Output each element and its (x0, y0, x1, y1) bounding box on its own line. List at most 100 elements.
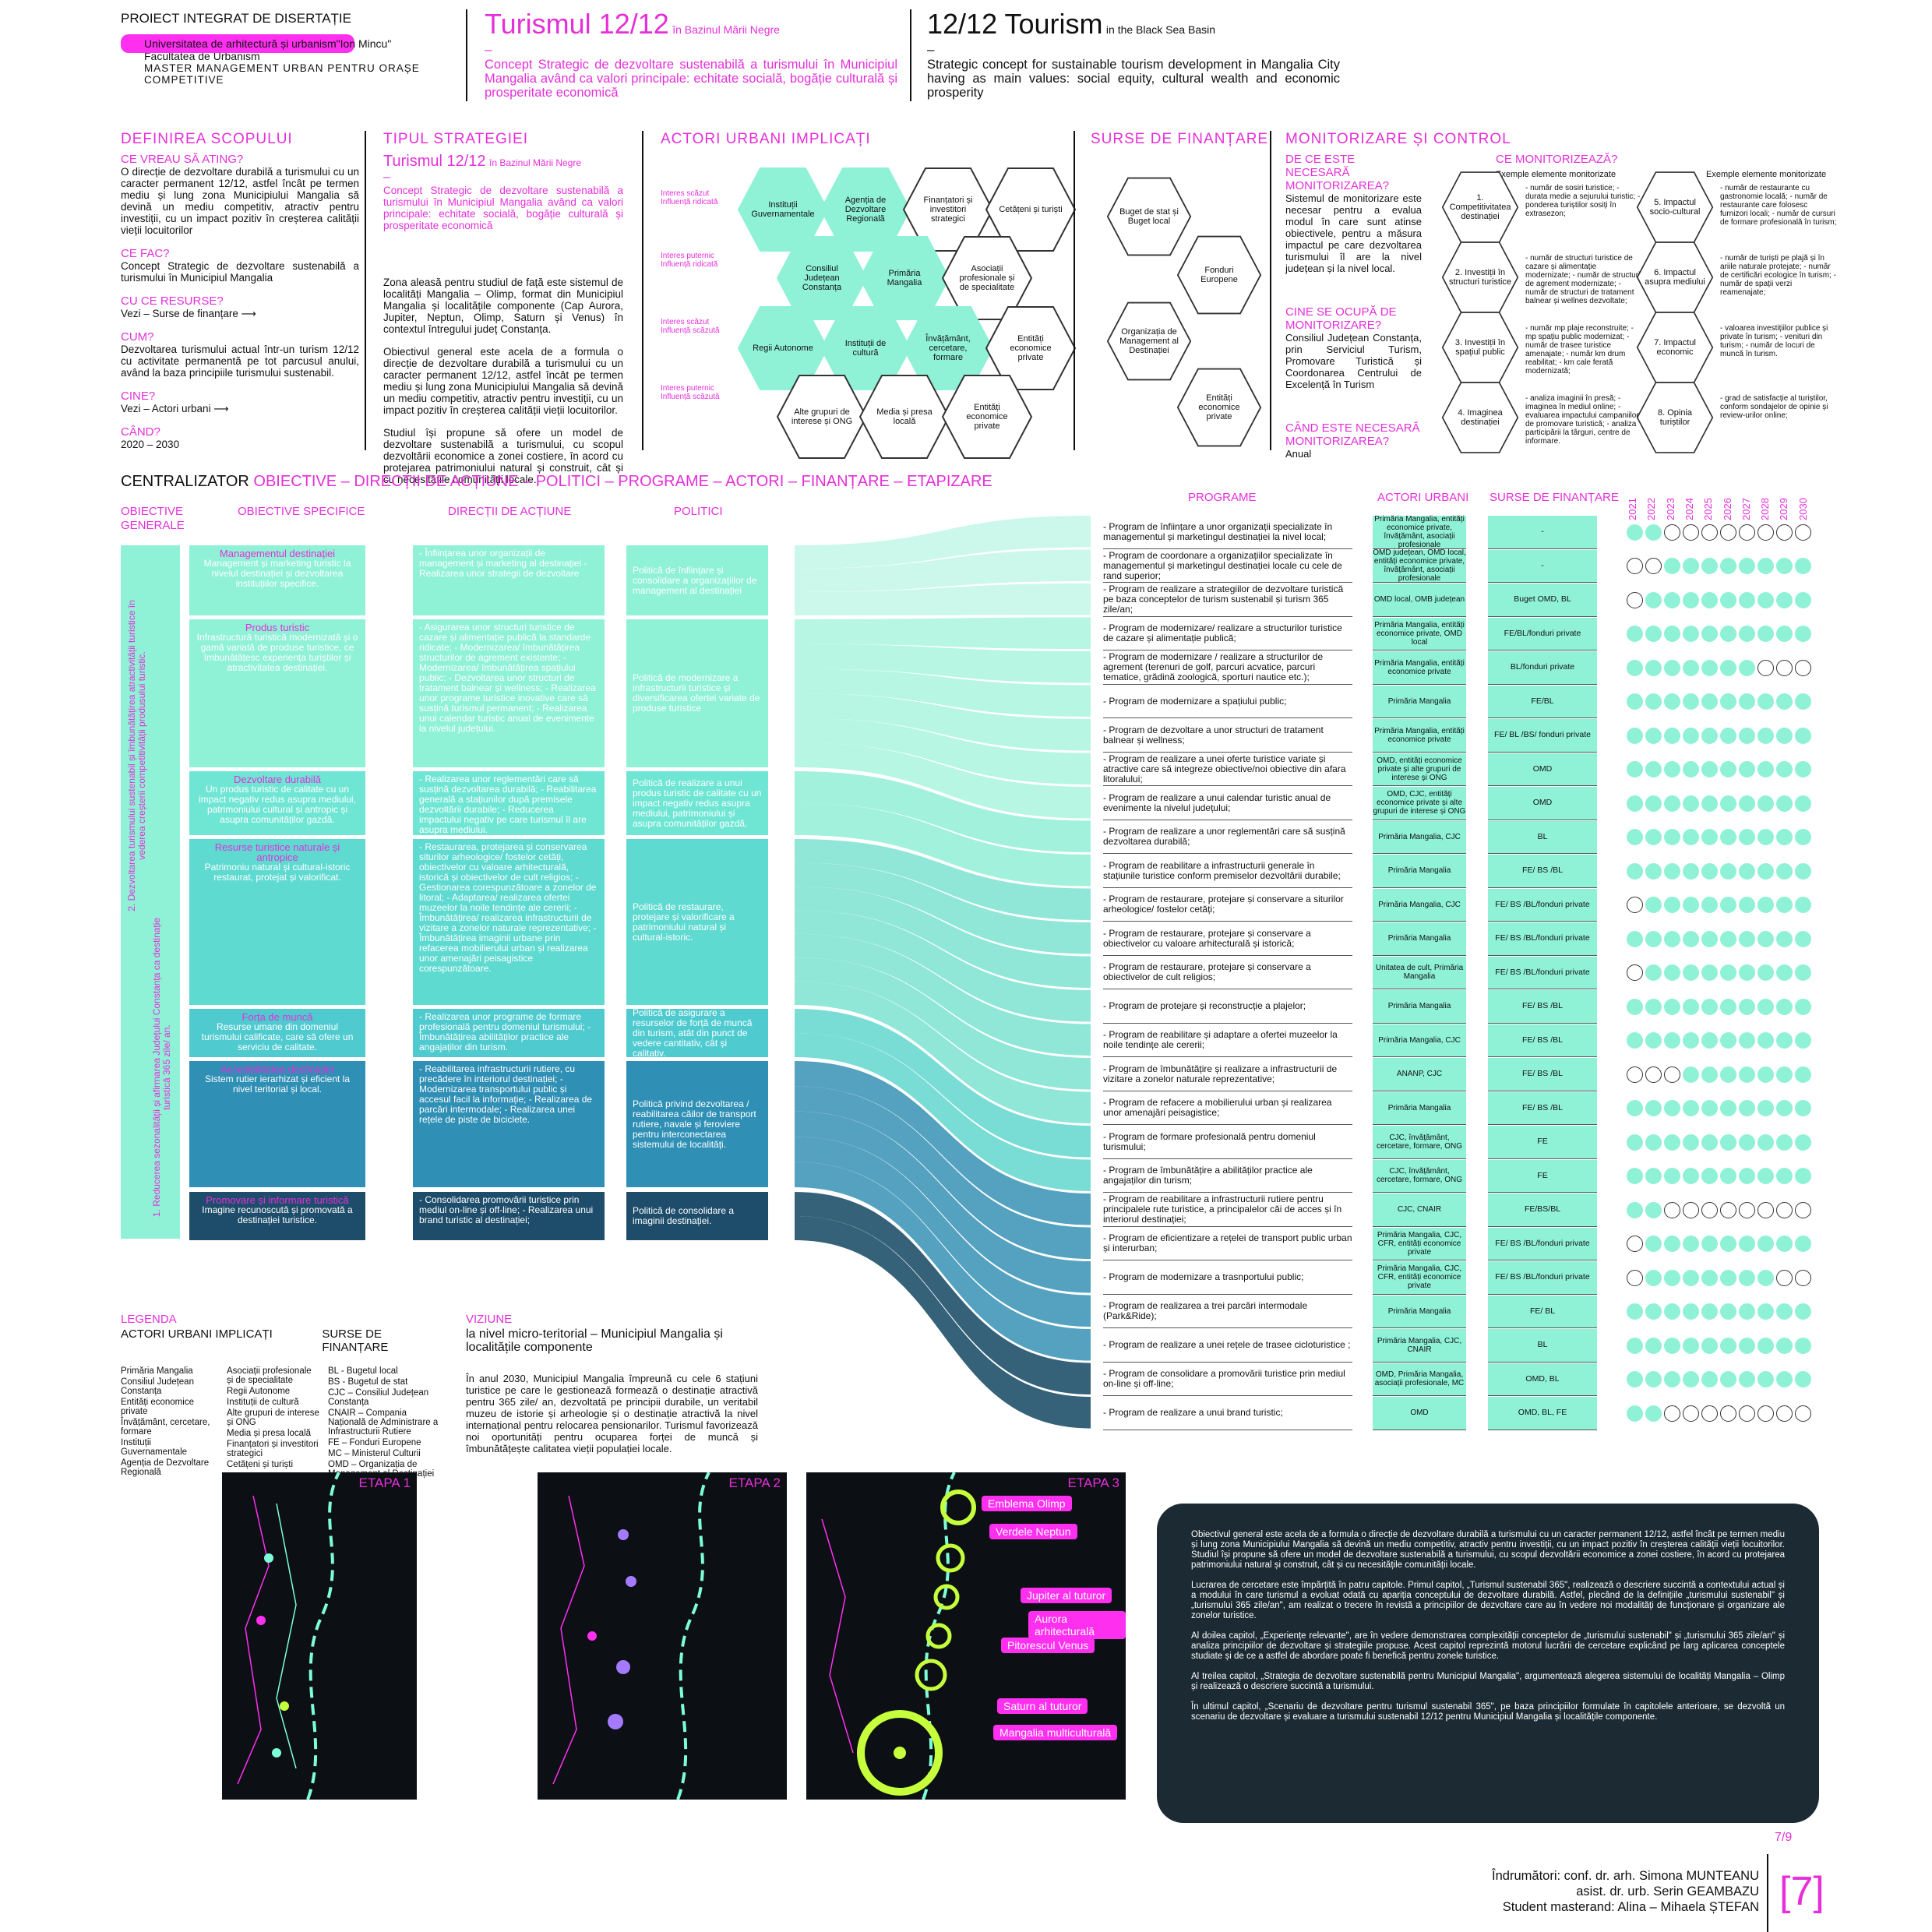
funding-cell: FE/ BS /BL (1488, 1058, 1597, 1091)
title-ro: Turismul 12/12 (485, 8, 669, 40)
year-dot (1720, 659, 1736, 676)
year-dot (1645, 558, 1662, 574)
actor-hex: Regii Autonome (737, 302, 829, 394)
year-dot (1776, 1371, 1793, 1387)
year-dot (1701, 761, 1718, 777)
timeline-dots (1627, 625, 1831, 643)
monitoring-note: - analiza imaginii în presă; - imaginea … (1525, 394, 1639, 446)
monitoring-hex: 3. Investiții în spațiul public (1441, 308, 1519, 386)
year-dot (1776, 862, 1793, 880)
year-dot (1739, 930, 1755, 947)
year-dot (1739, 626, 1755, 642)
year-dot (1720, 591, 1736, 608)
year-dot (1701, 829, 1718, 845)
year-dot (1720, 1405, 1736, 1422)
year-dot (1645, 591, 1662, 608)
timeline-dots (1627, 1065, 1831, 1084)
actor-cell: Primăria Mangalia (1373, 922, 1466, 956)
desc-ro: Concept Strategic de dezvoltare sustenab… (485, 58, 897, 100)
program-text: - Program de eficientizare a rețelei de … (1103, 1232, 1352, 1254)
year-dot (1683, 1236, 1699, 1252)
year-dot (1645, 524, 1662, 541)
year-dot (1627, 1405, 1643, 1422)
year-dot (1739, 998, 1755, 1015)
year-dot (1795, 998, 1811, 1015)
zone-label-pill: Jupiter al tuturor (1021, 1588, 1112, 1603)
hex-label: Media și presa locală (876, 407, 933, 426)
year-dot (1795, 897, 1811, 913)
actor-cell: Primăria Mangalia, CJC (1373, 1024, 1466, 1057)
hdr-fin: SURSE DE FINANȚARE (1490, 491, 1619, 504)
timeline-dots (1627, 760, 1831, 779)
year-dot (1795, 964, 1811, 981)
program-text: - Program de înființare a unor organizaț… (1103, 520, 1333, 542)
summary-box: Obiectivul general este acela de a formu… (1157, 1504, 1819, 1823)
year-dot (1664, 1032, 1680, 1049)
year-dot (1739, 1066, 1755, 1083)
year-dot (1776, 1168, 1793, 1184)
timeline-dots (1627, 523, 1831, 541)
year-dot (1701, 591, 1718, 608)
hex-label: Finanțatori și investitori strategici (923, 196, 973, 224)
specific-objective-name: Dezvoltare durabilă (233, 774, 321, 785)
legend-item: CNAIR – Compania Națională de Administra… (328, 1408, 439, 1437)
year-dot (1627, 1201, 1643, 1218)
year-dot (1739, 1269, 1755, 1286)
timeline-dots (1627, 1303, 1831, 1321)
year-dot (1795, 1066, 1811, 1083)
actor-row-label: Interes scăzut Influență ridicată (661, 189, 718, 206)
year-dot (1739, 1371, 1755, 1387)
program-row: - Program de realizare a unor reglementă… (1103, 821, 1352, 854)
scope-a5: Vezi – Actori urbani (121, 403, 211, 414)
legend-item: Entități economice private (121, 1398, 194, 1416)
program-row: - Program de eficientizare a rețelei de … (1103, 1228, 1352, 1260)
year-label: 2024 (1683, 498, 1695, 520)
funding-cell: FE/ BS /BL (1488, 1091, 1597, 1125)
legend-item: Finanțatori și investitori strategici (227, 1440, 319, 1458)
strategy-p1: Zona aleasă pentru studiul de față este … (383, 277, 623, 335)
year-dot (1795, 795, 1811, 812)
legend-item: CJC – Consiliul Județean Constanța (328, 1388, 429, 1407)
year-dot (1720, 558, 1736, 574)
funding-cell: OMD, BL (1488, 1363, 1597, 1396)
year-dot (1645, 1100, 1662, 1116)
scope-section: DEFINIREA SCOPULUI CE VREAU SĂ ATING? O … (121, 131, 359, 450)
year-dot (1757, 1100, 1774, 1116)
year-dot (1757, 524, 1774, 541)
funding-cell: FE/BL/fonduri private (1488, 617, 1597, 650)
direction-text: - Reabilitarea infrastructurii rutiere, … (419, 1063, 593, 1125)
year-label: 2026 (1721, 498, 1733, 520)
year-dot (1683, 626, 1699, 642)
year-dot (1664, 1303, 1680, 1320)
program-text: - Program de reabilitare a infrastructur… (1103, 859, 1341, 881)
vision-subtitle: la nivel micro-teritorial – Municipiul M… (466, 1327, 723, 1354)
timeline-dots (1627, 1031, 1831, 1050)
year-label: 2027 (1740, 498, 1752, 520)
year-dot (1757, 1337, 1774, 1354)
year-dot (1627, 1236, 1643, 1252)
program-text: - Program de realizare a unui brand turi… (1103, 1407, 1283, 1419)
year-dot (1776, 591, 1793, 608)
summary-p3: Al doilea capitol, „Experiențe relevante… (1191, 1631, 1785, 1661)
year-dot (1701, 1236, 1718, 1252)
year-dot (1776, 1236, 1793, 1252)
year-dot (1701, 1168, 1718, 1184)
program-row: - Program de reabilitare a infrastructur… (1103, 855, 1352, 888)
actor-cell: Primăria Mangalia, CJC, CFR, entități ec… (1373, 1261, 1466, 1295)
year-dot (1683, 1032, 1699, 1049)
year-dot (1664, 591, 1680, 608)
funding-cell: OMD, BL, FE (1488, 1397, 1597, 1430)
scope-q5: CINE? (121, 390, 156, 403)
legend-item: Consiliul Județean Constanța (121, 1377, 194, 1396)
year-dot (1776, 1100, 1793, 1116)
year-dot (1664, 693, 1680, 710)
timeline-dots (1627, 1200, 1831, 1219)
monitoring-hex: 8. Opinia turiștilor (1636, 379, 1714, 457)
year-dot (1683, 1133, 1699, 1151)
year-dot (1627, 1032, 1643, 1049)
action-direction-block: - Reabilitarea infrastructurii rutiere, … (413, 1061, 605, 1187)
funding-cell: FE/ BL /BS/ fonduri private (1488, 719, 1597, 753)
year-dot (1795, 1201, 1811, 1218)
year-dot (1683, 558, 1699, 574)
program-row: - Program de restaurare, protejare și co… (1103, 889, 1352, 922)
